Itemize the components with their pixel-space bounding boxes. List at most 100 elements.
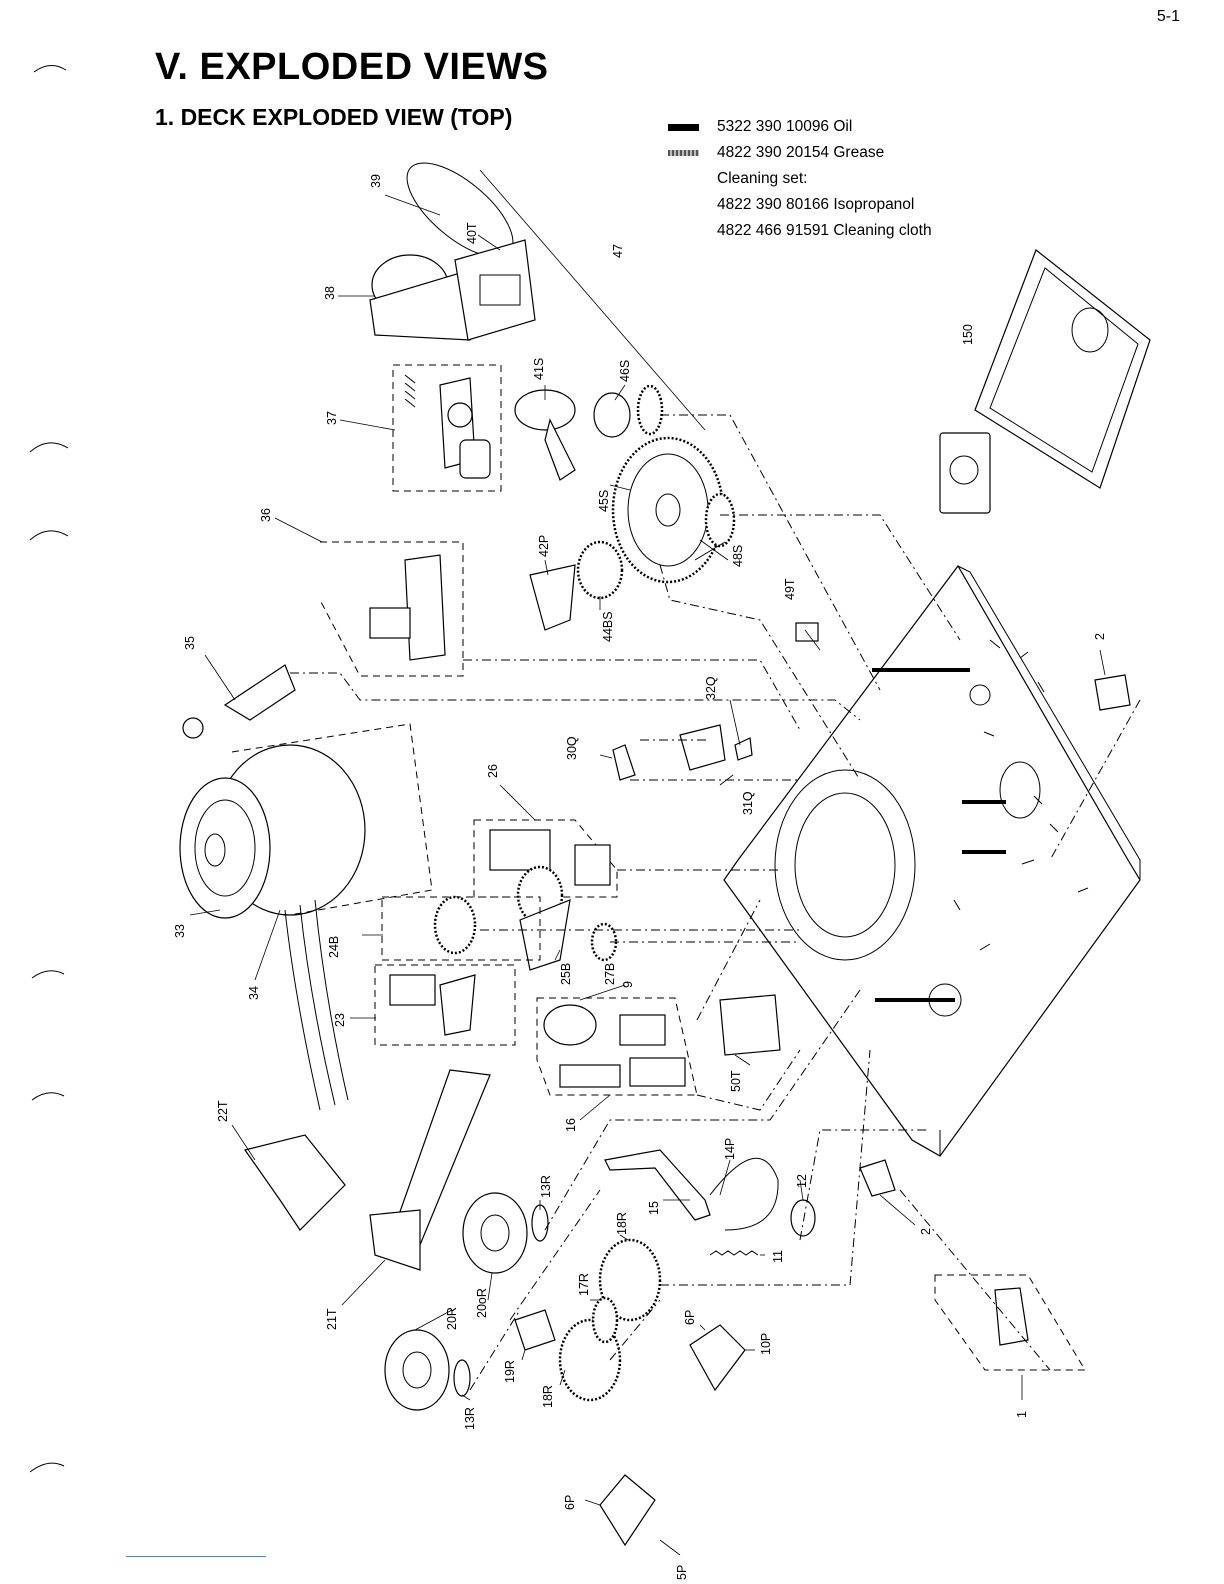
callout-44BS: 44BS: [601, 611, 615, 642]
callout-6P-lower: 6P: [563, 1495, 577, 1510]
callout-24B: 24B: [327, 936, 341, 958]
callout-45S: 45S: [597, 490, 611, 512]
callout-10P: 10P: [759, 1333, 773, 1355]
binder-holes: [29, 65, 69, 1473]
section-title: 1. DECK EXPLODED VIEW (TOP): [155, 104, 513, 130]
gear-25B: [516, 865, 571, 971]
gear-46S: [593, 384, 664, 438]
arms-30Q-32Q-31Q: [612, 724, 753, 781]
assembly-guide-lines: [290, 414, 1141, 1391]
callout-48S: 48S: [731, 545, 745, 567]
callout-50T: 50T: [729, 1070, 743, 1092]
callout-27B: 27B: [603, 963, 617, 985]
callout-labels: 39 40T 47 38 37 41S 46S 150 36 45S 42P 4…: [173, 174, 1107, 1580]
deck-chassis: [723, 564, 1141, 1157]
reel-20oR: [462, 1192, 549, 1274]
brake-10P-6P: [689, 1324, 746, 1392]
page-title: V. EXPLODED VIEWS: [155, 46, 549, 88]
legend-grease: 4822 390 20154 Grease: [668, 140, 932, 166]
callout-11: 11: [771, 1250, 785, 1263]
callout-6P-upper: 6P: [683, 1310, 697, 1325]
callout-21T: 21T: [325, 1308, 339, 1330]
bracket-50T: [719, 994, 781, 1056]
callout-12: 12: [795, 1174, 809, 1188]
callout-5P: 5P: [675, 1565, 689, 1580]
arm-35: [182, 664, 296, 739]
callout-20oR: 20oR: [475, 1288, 489, 1318]
part-12: [790, 1199, 816, 1237]
callout-18R-lower: 18R: [541, 1385, 555, 1408]
callout-31Q: 31Q: [741, 791, 755, 815]
head-drum-33: [179, 723, 433, 919]
slider-21T: [369, 1069, 491, 1271]
assembly-24B: [381, 895, 541, 961]
shaft-47: [479, 169, 706, 431]
callout-49T: 49T: [783, 578, 797, 600]
callout-13R-lower: 13R: [463, 1407, 477, 1430]
legend-isopropanol: 4822 390 80166 Isopropanol: [717, 196, 915, 213]
lever-19R: [514, 1309, 556, 1351]
motor-38: [369, 254, 471, 341]
callout-34: 34: [247, 986, 261, 1000]
oil-swatch-icon: [668, 123, 699, 131]
assembly-26: [473, 819, 618, 898]
legend-cleaning-heading: Cleaning set:: [717, 170, 808, 187]
arm-assembly-37: [392, 364, 502, 492]
callout-23: 23: [333, 1013, 347, 1027]
brake-6P-5P: [599, 1474, 656, 1547]
footer-divider: [126, 1556, 266, 1557]
callout-40T: 40T: [465, 222, 479, 244]
lever-42P: [529, 564, 576, 631]
grease-swatch-icon: [668, 150, 699, 156]
assembly-1: [934, 1274, 1086, 1371]
callout-42P: 42P: [537, 535, 551, 557]
callout-22T: 22T: [216, 1100, 230, 1122]
legend-oil: 5322 390 10096 Oil: [668, 114, 932, 140]
assembled-deck-150: [939, 249, 1151, 514]
callout-47: 47: [611, 244, 625, 258]
gear-17R: [591, 1296, 619, 1344]
lubricant-legend: 5322 390 10096 Oil 4822 390 20154 Grease…: [668, 114, 932, 244]
assembly-9-16: [536, 997, 698, 1096]
callout-17R: 17R: [577, 1273, 591, 1296]
legend-cloth: 4822 466 91591 Cleaning cloth: [717, 222, 932, 239]
callout-35: 35: [183, 636, 197, 650]
callout-1: 1: [1015, 1411, 1029, 1418]
bracket-40T: [454, 239, 536, 341]
part-2-upper: [1094, 674, 1131, 711]
gear-48S: [694, 492, 736, 561]
spring-11: [709, 1250, 759, 1256]
callout-30Q: 30Q: [565, 736, 579, 760]
callout-32Q: 32Q: [704, 676, 718, 700]
callout-2-lower: 2: [919, 1228, 933, 1235]
assembly-36: [319, 541, 464, 677]
part-2-lower: [859, 1159, 896, 1197]
callout-2-upper: 2: [1093, 633, 1107, 640]
reel-20R: [384, 1329, 471, 1411]
callout-18R-upper: 18R: [615, 1212, 629, 1235]
callout-19R: 19R: [503, 1360, 517, 1383]
callout-25B: 25B: [559, 963, 573, 985]
callout-37: 37: [325, 411, 339, 425]
callout-14P: 14P: [723, 1138, 737, 1160]
callout-15: 15: [647, 1201, 661, 1215]
pinch-41S: [514, 389, 576, 481]
callout-39: 39: [369, 174, 383, 188]
callout-20R: 20R: [445, 1307, 459, 1330]
callout-41S: 41S: [532, 358, 546, 380]
callout-13R-upper: 13R: [539, 1175, 553, 1198]
callout-26: 26: [486, 764, 500, 778]
callout-leaders: [189, 194, 1106, 1556]
arm-15-14P: [604, 1149, 779, 1231]
callout-150: 150: [961, 324, 975, 345]
callout-33: 33: [173, 924, 187, 938]
flat-cable-34: [284, 899, 349, 1111]
callout-36: 36: [259, 508, 273, 522]
page-number: 5-1: [1156, 8, 1180, 25]
callout-38: 38: [323, 286, 337, 300]
assembly-23: [374, 964, 516, 1046]
callout-46S: 46S: [618, 360, 632, 382]
gear-44BS: [576, 540, 624, 600]
bracket-22T: [244, 1134, 346, 1231]
